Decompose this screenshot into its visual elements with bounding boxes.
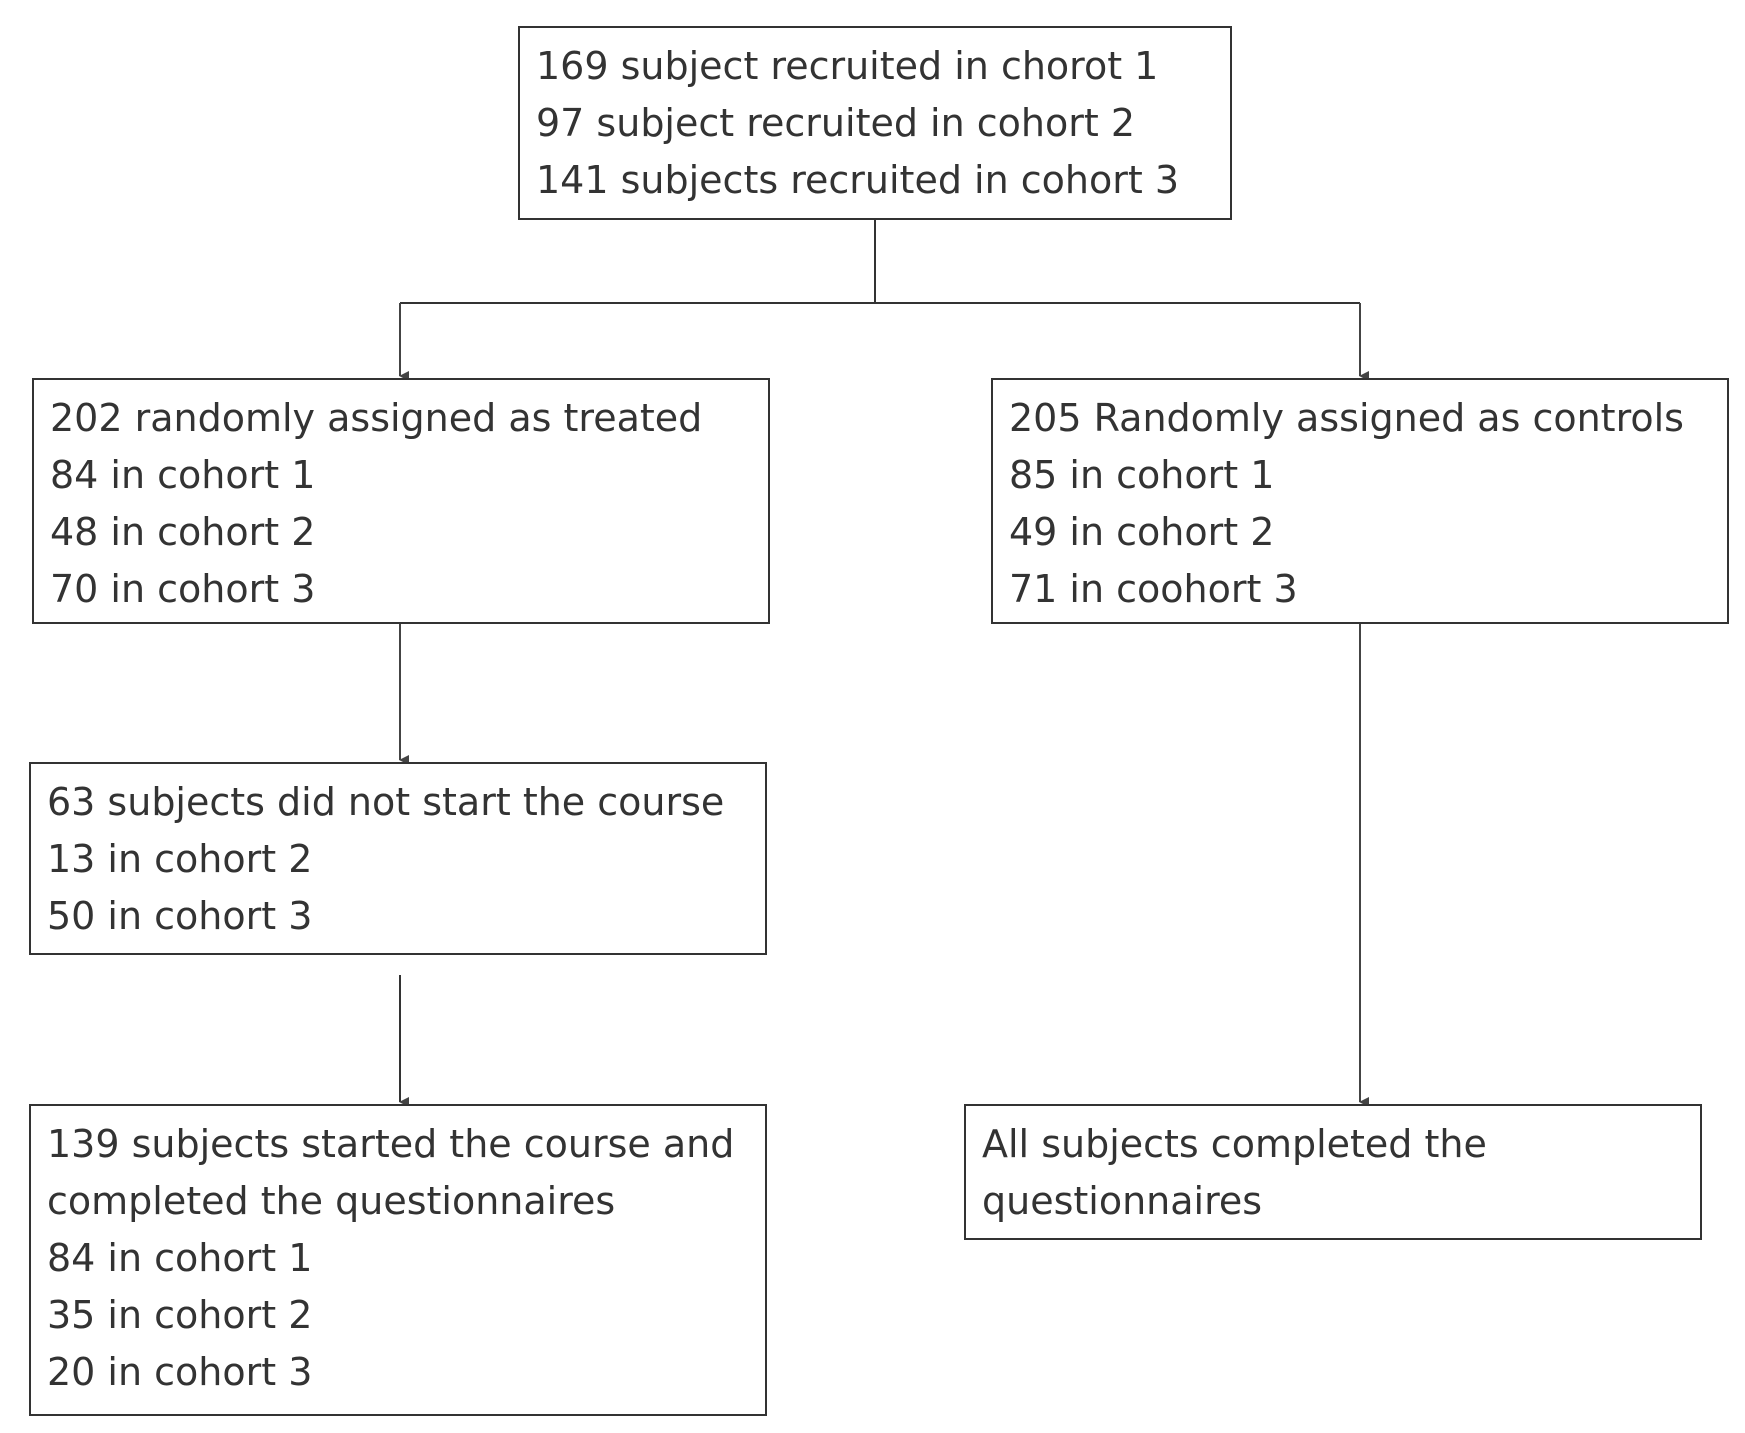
started-line: 84 in cohort 1 [47,1236,313,1280]
recruited-box: 169 subject recruited in chorot 1 97 sub… [518,26,1232,220]
treated-box: 202 randomly assigned as treated 84 in c… [32,378,770,624]
recruited-line: 141 subjects recruited in cohort 3 [536,158,1179,202]
recruited-line: 169 subject recruited in chorot 1 [536,44,1159,88]
not-started-line: 50 in cohort 3 [47,894,313,938]
not-started-line: 13 in cohort 2 [47,837,313,881]
treated-line: 202 randomly assigned as treated [50,396,703,440]
started-box: 139 subjects started the course and comp… [29,1104,767,1416]
not-started-line: 63 subjects did not start the course [47,780,725,824]
controls-line: 205 Randomly assigned as controls [1009,396,1684,440]
started-line: 35 in cohort 2 [47,1293,313,1337]
treated-line: 48 in cohort 2 [50,510,316,554]
started-line: completed the questionnaires [47,1179,616,1223]
completed-line: questionnaires [982,1179,1263,1223]
treated-line: 84 in cohort 1 [50,453,316,497]
completed-line: All subjects completed the [982,1122,1487,1166]
controls-line: 71 in coohort 3 [1009,567,1298,611]
controls-line: 49 in cohort 2 [1009,510,1275,554]
not-started-box: 63 subjects did not start the course 13 … [29,762,767,955]
treated-line: 70 in cohort 3 [50,567,316,611]
completed-box: All subjects completed the questionnaire… [964,1104,1702,1240]
controls-box: 205 Randomly assigned as controls 85 in … [991,378,1729,624]
controls-line: 85 in cohort 1 [1009,453,1275,497]
started-line: 20 in cohort 3 [47,1350,313,1394]
started-line: 139 subjects started the course and [47,1122,735,1166]
recruited-line: 97 subject recruited in cohort 2 [536,101,1136,145]
